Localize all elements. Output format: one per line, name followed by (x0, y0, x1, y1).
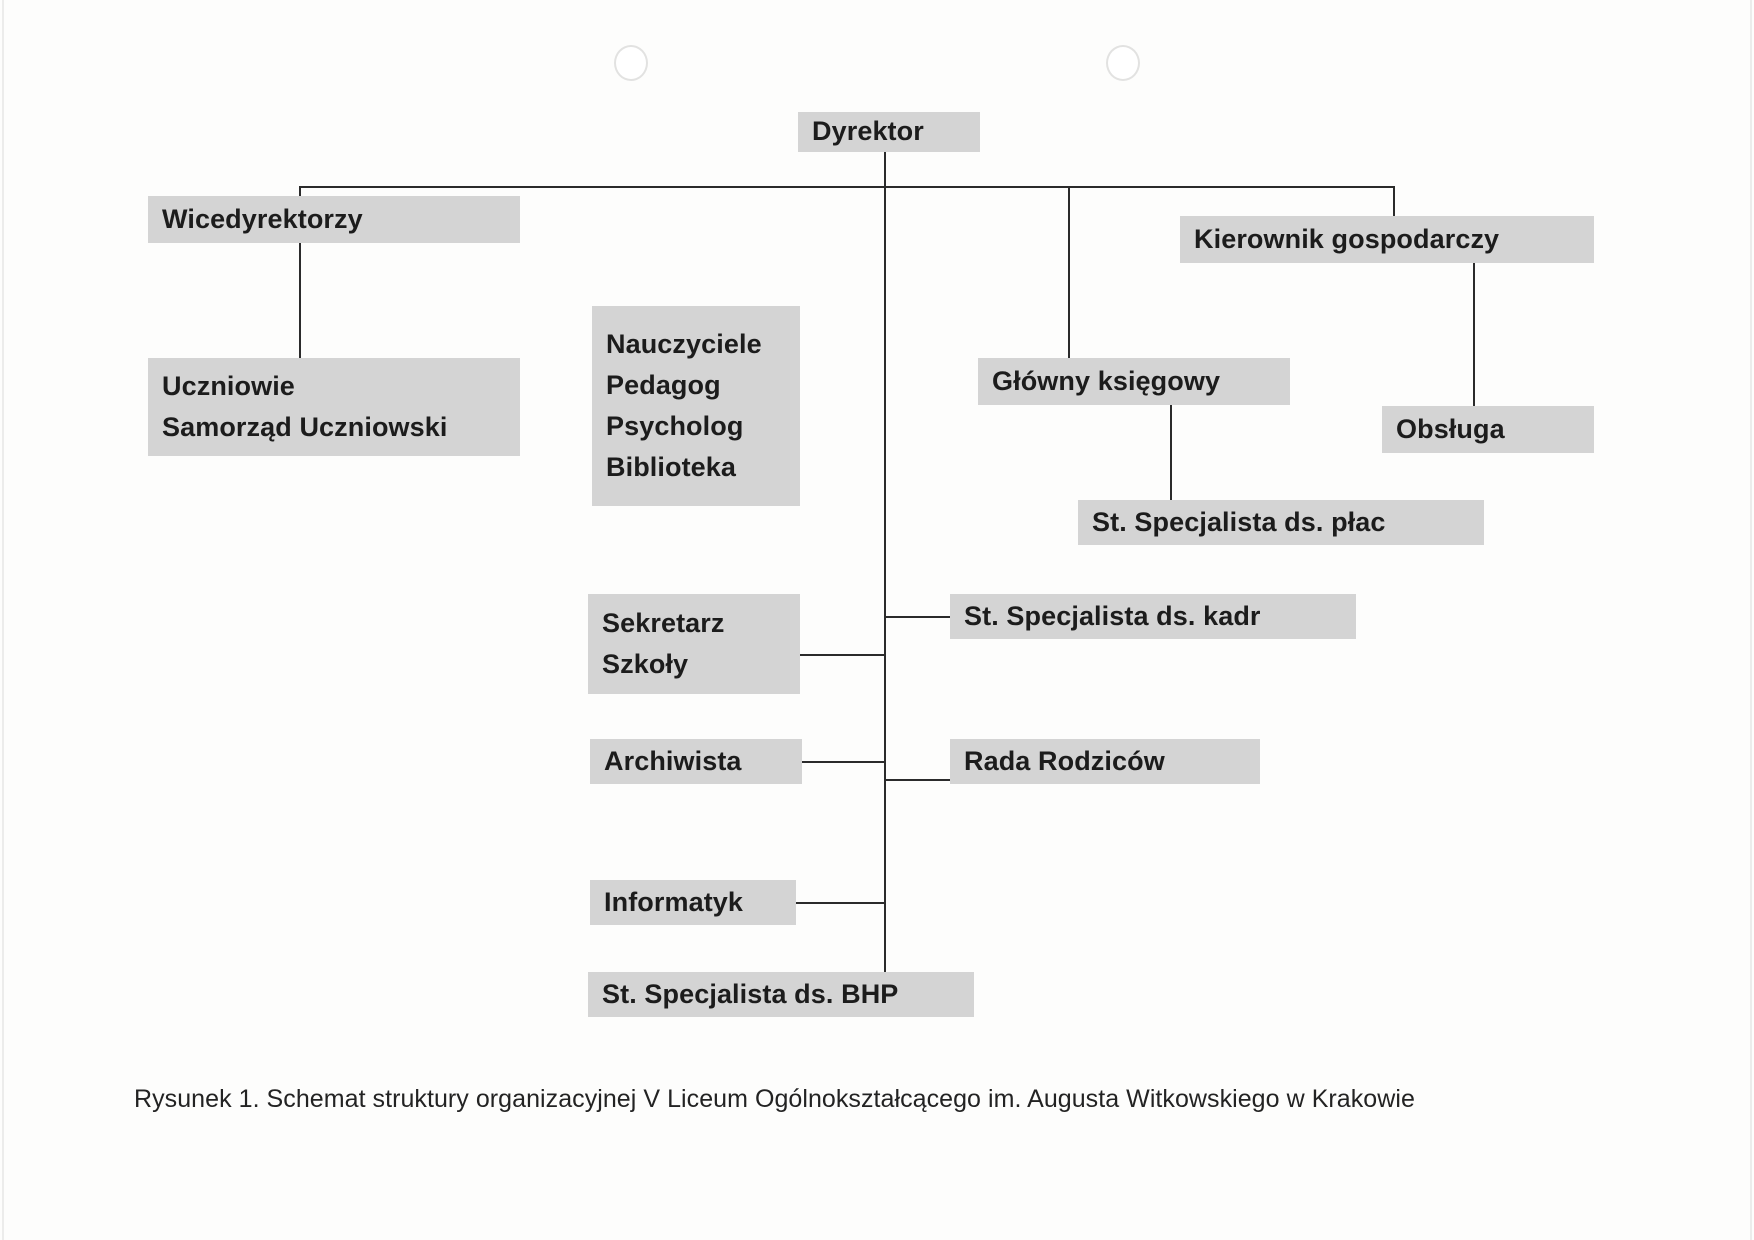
page-right-edge (1750, 0, 1752, 1240)
edge-spine-informatyk (785, 902, 885, 904)
edge-spine-archiwista (790, 761, 885, 763)
edge-to-wicedyrektorzy (299, 186, 301, 198)
node-wicedyrektorzy[interactable]: Wicedyrektorzy (148, 196, 520, 243)
edge-spine-sekretarz (790, 654, 885, 656)
node-kierownik-gospodarczy[interactable]: Kierownik gospodarczy (1180, 216, 1594, 263)
edge-top-bus (299, 186, 1395, 188)
hole-punch-right (1106, 45, 1140, 81)
edge-central-spine (884, 188, 886, 990)
edge-spine-kadr (884, 616, 958, 618)
edge-kierownik-obsluga (1473, 262, 1475, 406)
edge-to-kierownik (1393, 186, 1395, 216)
node-nauczyciele[interactable]: Nauczyciele Pedagog Psycholog Biblioteka (592, 306, 800, 506)
edge-to-glowny-ksiegowy (1068, 186, 1070, 358)
edge-spine-rada (884, 779, 958, 781)
node-glowny-ksiegowy[interactable]: Główny księgowy (978, 358, 1290, 405)
node-specjalista-plac[interactable]: St. Specjalista ds. płac (1078, 500, 1484, 545)
edge-wicedyrektorzy-uczniowie (299, 243, 301, 359)
node-sekretarz-szkoly[interactable]: Sekretarz Szkoły (588, 594, 800, 694)
edge-dyrektor-stem (884, 145, 886, 188)
page-left-edge (2, 0, 4, 1240)
hole-punch-left (614, 45, 648, 81)
node-obsluga[interactable]: Obsługa (1382, 406, 1594, 453)
node-specjalista-kadr[interactable]: St. Specjalista ds. kadr (950, 594, 1356, 639)
node-specjalista-bhp[interactable]: St. Specjalista ds. BHP (588, 972, 974, 1017)
figure-caption: Rysunek 1. Schemat struktury organizacyj… (134, 1085, 1415, 1113)
node-informatyk[interactable]: Informatyk (590, 880, 796, 925)
edge-ksiegowy-plac (1170, 405, 1172, 500)
node-rada-rodzicow[interactable]: Rada Rodziców (950, 739, 1260, 784)
node-archiwista[interactable]: Archiwista (590, 739, 802, 784)
node-dyrektor[interactable]: Dyrektor (798, 112, 980, 152)
node-uczniowie[interactable]: Uczniowie Samorząd Uczniowski (148, 358, 520, 456)
